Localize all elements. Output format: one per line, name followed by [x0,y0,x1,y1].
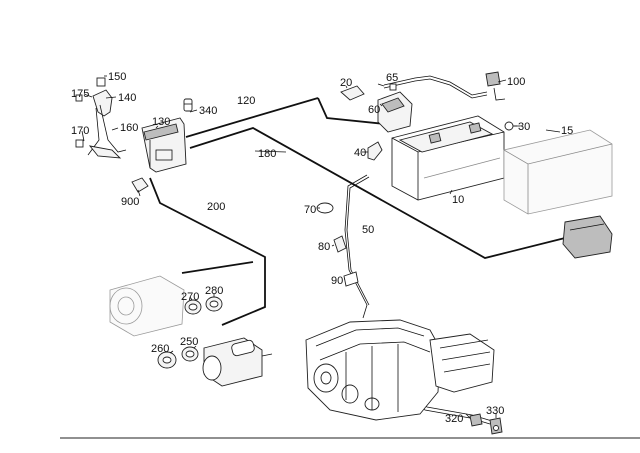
label-270: 270 [181,291,199,303]
cable-65 [383,75,488,99]
cable-100 [493,87,506,101]
starter-motor [202,337,273,387]
label-60: 60 [368,104,380,116]
label-40: 40 [354,147,366,159]
label-260: 260 [151,343,169,355]
bushing-260 [157,351,177,369]
label-50: 50 [362,224,374,236]
terminal-20 [340,85,365,101]
label-90: 90 [331,275,343,287]
label-15: 15 [561,125,573,137]
battery-15 [503,129,613,215]
battery-10 [391,115,505,201]
label-150: 150 [108,71,126,83]
label-70: 70 [304,204,316,216]
label-10: 10 [452,194,464,206]
label-100: 100 [507,76,525,88]
clip-90 [343,271,359,287]
bushing-280 [205,296,223,312]
bushing-270 [184,299,202,315]
bracket-assembly [75,77,127,159]
label-340: 340 [199,105,217,117]
part-900-clip [131,177,149,193]
cable-50 [344,174,370,319]
label-250: 250 [180,336,198,348]
label-170: 170 [71,125,89,137]
label-130: 130 [152,116,170,128]
cable-180 [189,127,566,259]
cable-200 [149,177,266,326]
label-180: 180 [258,148,276,160]
connector-module [562,215,613,259]
label-900: 900 [121,196,139,208]
bushing-250 [181,346,199,362]
part-80 [333,235,347,253]
sensor-100 [485,71,501,87]
label-120: 120 [237,95,255,107]
control-unit-130 [141,117,187,173]
label-20: 20 [340,77,352,89]
label-80: 80 [318,241,330,253]
label-320: 320 [445,413,463,425]
connector-40 [367,141,383,161]
cable-120 [185,97,386,138]
label-175: 175 [71,88,89,100]
leader-lines [81,75,561,419]
sensor-320 [469,413,483,427]
label-330: 330 [486,405,504,417]
engine-assembly [305,319,495,421]
part-340-plug [183,98,193,112]
label-200: 200 [207,201,225,213]
label-160: 160 [120,122,138,134]
label-280: 280 [205,285,223,297]
label-30: 30 [518,121,530,133]
label-140: 140 [118,92,136,104]
label-65: 65 [386,72,398,84]
sensor-330 [489,417,503,435]
alternator [109,275,185,337]
fuse-box-60 [377,83,413,133]
